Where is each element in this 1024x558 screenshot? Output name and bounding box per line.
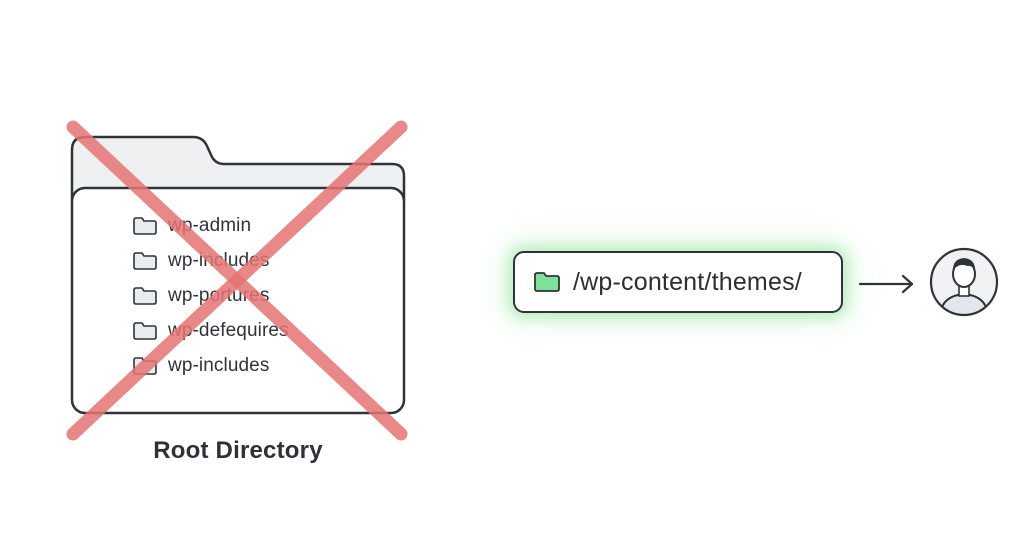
folder-label: wp-portures <box>168 284 270 306</box>
folder-icon <box>133 321 157 340</box>
list-item: wp-portures <box>132 278 372 313</box>
list-item: wp-admin <box>132 208 372 243</box>
folder-label: wp-admin <box>168 214 252 236</box>
folder-icon <box>133 286 157 305</box>
folder-label: wp-defequires <box>168 319 289 341</box>
folder-icon <box>133 251 157 270</box>
folder-label: wp-includes <box>168 354 270 376</box>
folder-icon <box>133 356 157 375</box>
list-item: wp-includes <box>132 348 372 383</box>
list-item: wp-includes <box>132 243 372 278</box>
list-item: wp-defequires <box>132 313 372 348</box>
user-avatar-icon <box>929 247 999 317</box>
target-path-label: /wp-content/themes/ <box>573 267 802 296</box>
folder-icon <box>133 216 157 235</box>
arrow-right-icon <box>858 274 914 294</box>
folder-label: wp-includes <box>168 249 270 271</box>
target-path-box: /wp-content/themes/ <box>513 251 843 313</box>
green-folder-icon <box>534 272 560 292</box>
root-directory-label: Root Directory <box>153 437 323 464</box>
root-folder-contents: wp-admin wp-includes wp-portures wp-defe… <box>132 208 372 383</box>
